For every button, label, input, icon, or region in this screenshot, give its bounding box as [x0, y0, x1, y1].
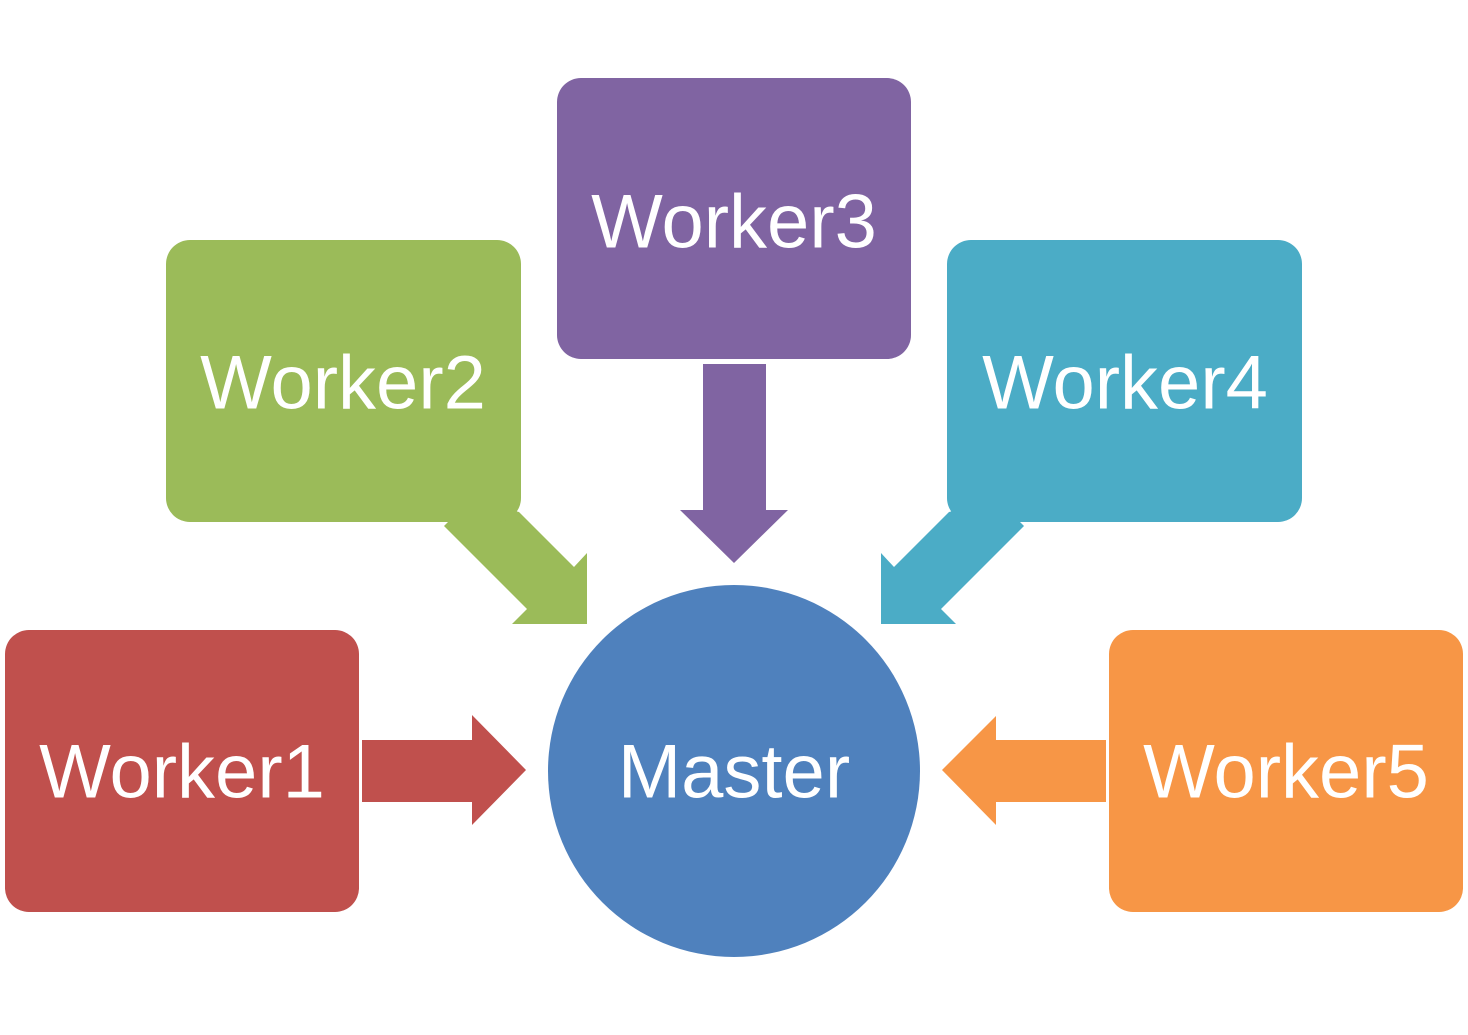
worker3-box — [557, 78, 911, 359]
arrow-worker5-to-master — [942, 716, 1106, 825]
arrow-worker4-to-master — [881, 500, 1024, 624]
worker4-box — [947, 240, 1302, 522]
worker1-node: Worker1 — [5, 630, 359, 912]
arrow-worker2-to-master — [444, 500, 587, 624]
worker1-box — [5, 630, 359, 912]
master-circle — [548, 585, 920, 957]
worker3-label: Worker3 — [591, 180, 877, 265]
worker2-box — [166, 240, 521, 522]
worker2-label: Worker2 — [200, 341, 486, 426]
arrow-worker3-to-master — [680, 364, 788, 563]
worker2-node: Worker2 — [166, 240, 521, 522]
worker4-label: Worker4 — [982, 341, 1268, 426]
worker5-node: Worker5 — [1109, 630, 1463, 912]
worker5-box — [1109, 630, 1463, 912]
master-label: Master — [618, 730, 850, 815]
worker1-label: Worker1 — [39, 730, 325, 815]
arrow-worker1-to-master — [362, 715, 526, 825]
master-node: Master — [548, 585, 920, 957]
worker4-node: Worker4 — [947, 240, 1302, 522]
worker3-node: Worker3 — [557, 78, 911, 359]
worker5-label: Worker5 — [1143, 730, 1429, 815]
